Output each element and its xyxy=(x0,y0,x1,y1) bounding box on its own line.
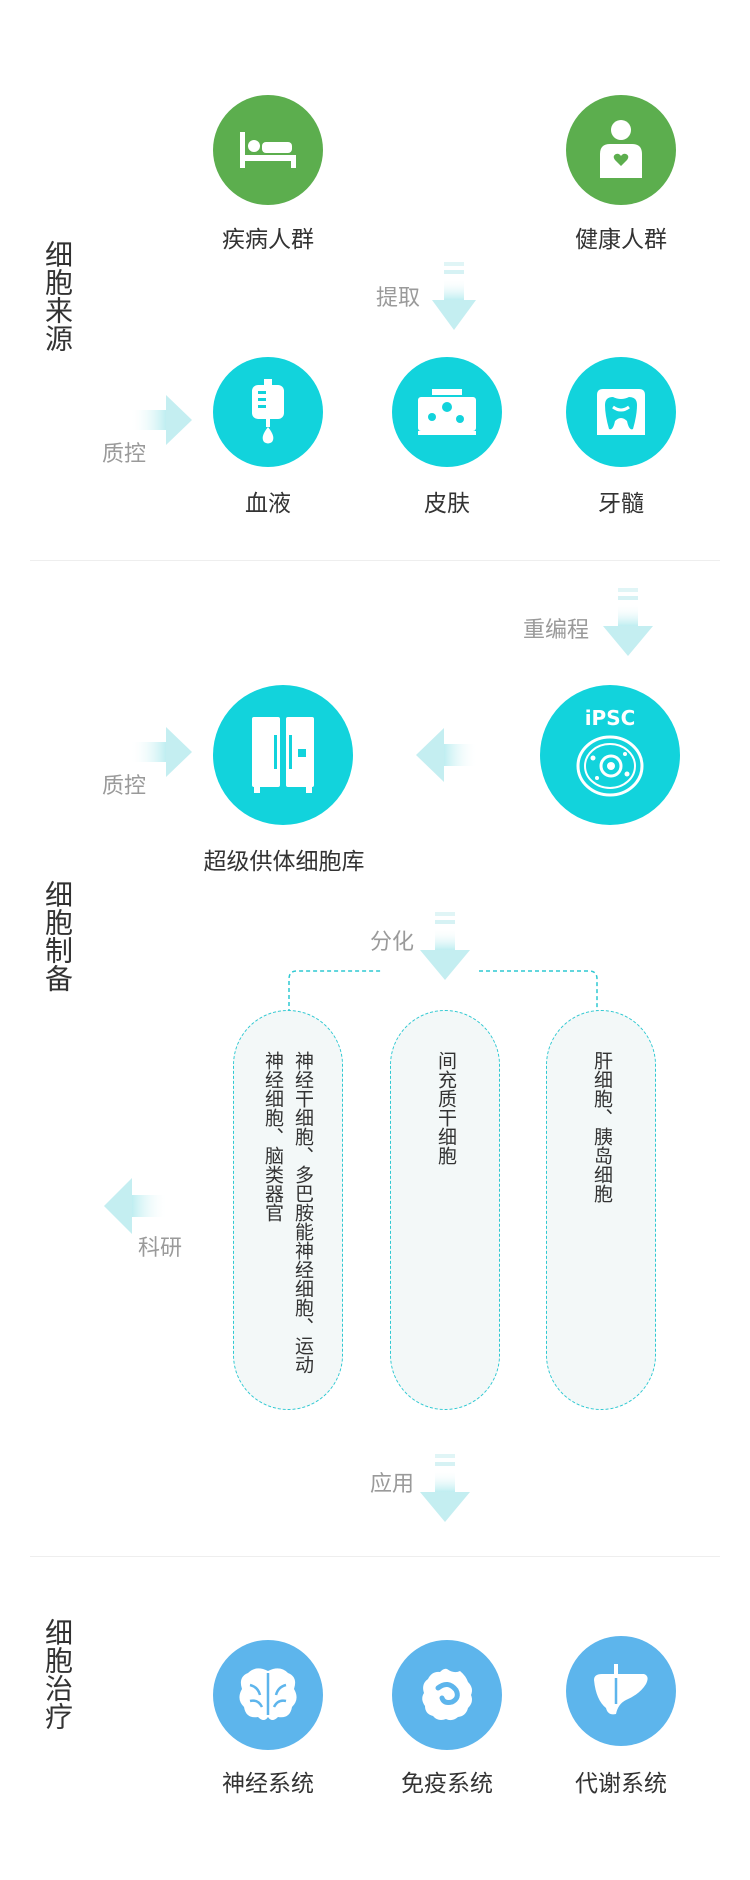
tooth-pulp-circle[interactable] xyxy=(566,357,676,467)
neural-system-circle[interactable] xyxy=(213,1640,323,1750)
tooth-pulp-label: 牙髓 xyxy=(598,491,644,517)
apply-arrow-icon xyxy=(420,1454,470,1522)
disease-group-label: 疾病人群 xyxy=(222,227,314,253)
divider-source xyxy=(30,560,720,561)
immune-system-circle[interactable] xyxy=(392,1640,502,1750)
cell-type-liver-text: 肝细胞、胰岛细胞 xyxy=(591,1051,613,1203)
reprogram-arrow-icon xyxy=(603,588,653,656)
section-title-source: 细胞来源 xyxy=(41,240,74,352)
section-title-prep: 细胞制备 xyxy=(41,880,74,992)
blood-label: 血液 xyxy=(245,491,291,517)
apply-label: 应用 xyxy=(370,1472,415,1497)
qc-arrow-prep-icon xyxy=(130,727,192,777)
skin-label: 皮肤 xyxy=(424,491,470,517)
hospital-bed-icon xyxy=(240,132,296,168)
freezer-icon xyxy=(252,717,314,793)
neural-system-label: 神经系统 xyxy=(222,1771,314,1797)
healthy-group-label: 健康人群 xyxy=(575,227,667,253)
extract-label: 提取 xyxy=(376,286,421,311)
research-arrow-icon xyxy=(104,1178,168,1234)
qc-label-source: 质控 xyxy=(102,442,147,467)
qc-label-prep: 质控 xyxy=(102,774,147,799)
liver-icon xyxy=(594,1664,648,1715)
healthy-group-circle[interactable] xyxy=(566,95,676,205)
cell-type-neural-text: 神经干细胞、多巴胺能神经细胞、运动神经细胞、脑类器官 xyxy=(262,1051,314,1374)
section-title-therapy: 细胞治疗 xyxy=(41,1618,74,1730)
branch-connector xyxy=(288,970,598,1013)
cell-type-pill-liver[interactable]: 肝细胞、胰岛细胞 xyxy=(546,1010,656,1410)
ipsc-text: iPSC xyxy=(584,706,636,730)
stem-cell-icon xyxy=(576,735,644,797)
qc-arrow-source-icon xyxy=(130,395,192,445)
extract-arrow-icon xyxy=(432,262,476,330)
ipsc-to-bank-arrow-icon xyxy=(416,728,478,782)
brain-icon xyxy=(239,1668,297,1720)
differentiate-label: 分化 xyxy=(370,930,415,955)
immune-cell-icon xyxy=(422,1668,472,1721)
skin-circle[interactable] xyxy=(392,357,502,467)
cell-type-msc-text: 间充质干细胞 xyxy=(435,1051,457,1165)
blood-bag-icon xyxy=(252,379,284,444)
metabolic-system-label: 代谢系统 xyxy=(575,1771,667,1797)
cell-type-pill-msc[interactable]: 间充质干细胞 xyxy=(390,1010,500,1410)
cell-bank-label: 超级供体细胞库 xyxy=(203,849,365,875)
cell-bank-circle[interactable] xyxy=(213,685,353,825)
metabolic-system-circle[interactable] xyxy=(566,1636,676,1746)
ipsc-circle[interactable]: iPSC xyxy=(540,685,680,825)
blood-circle[interactable] xyxy=(213,357,323,467)
cell-type-pill-neural[interactable]: 神经干细胞、多巴胺能神经细胞、运动神经细胞、脑类器官 xyxy=(233,1010,343,1410)
differentiate-arrow-icon xyxy=(420,912,470,980)
disease-group-circle[interactable] xyxy=(213,95,323,205)
research-label: 科研 xyxy=(138,1236,183,1261)
divider-prep xyxy=(30,1556,720,1557)
reprogram-label: 重编程 xyxy=(523,618,590,643)
tooth-pulp-icon xyxy=(597,389,645,435)
skin-tissue-icon xyxy=(418,389,476,435)
person-heart-icon xyxy=(600,120,642,178)
immune-system-label: 免疫系统 xyxy=(401,1771,493,1797)
